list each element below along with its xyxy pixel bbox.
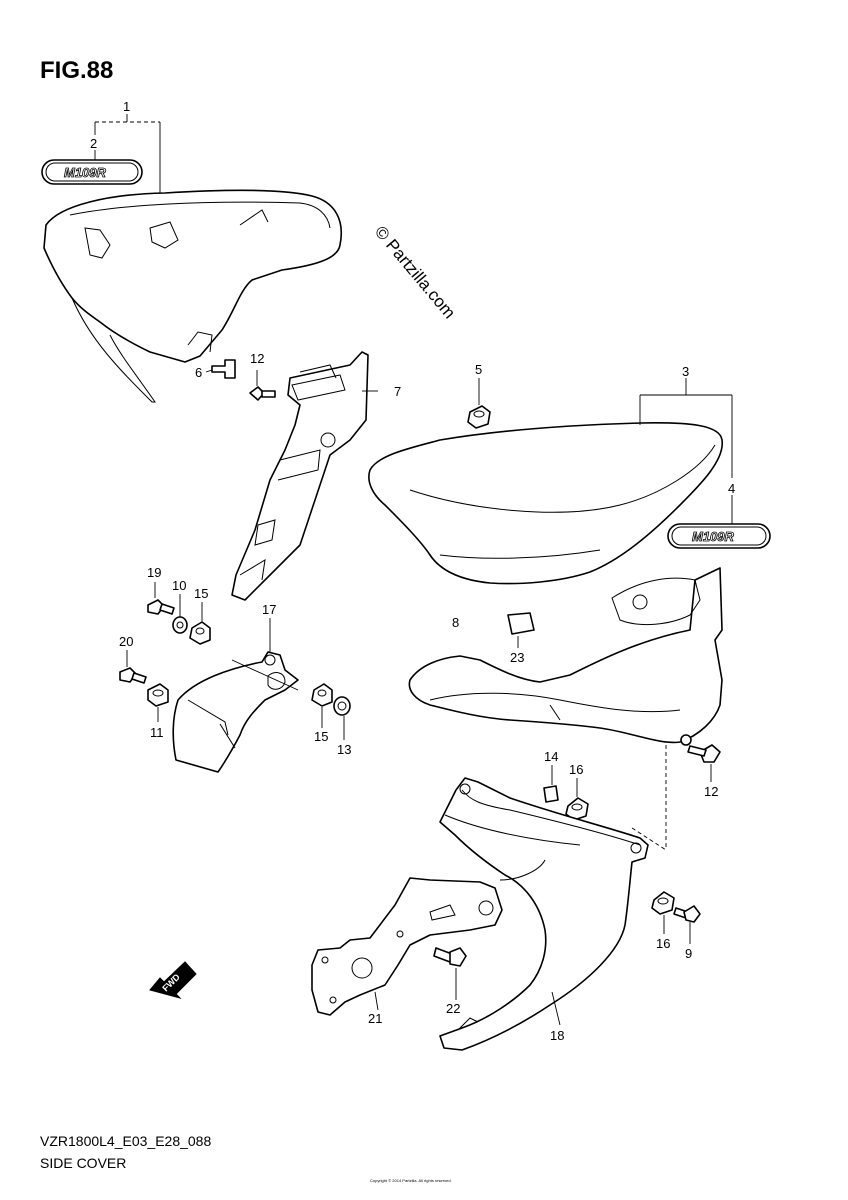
part-13-collar (333, 696, 351, 740)
part-5-grommet (467, 378, 491, 429)
callout-18: 18 (550, 1028, 564, 1043)
callout-12b: 12 (704, 784, 718, 799)
callout-14: 14 (544, 749, 558, 764)
section-title: SIDE COVER (40, 1155, 126, 1171)
callout-6: 6 (195, 365, 202, 380)
forward-arrow-icon: FWD (149, 961, 197, 999)
part-10-washer (172, 594, 188, 634)
part-2-emblem: M109R (41, 159, 143, 185)
callout-17: 17 (262, 602, 276, 617)
callout-10: 10 (172, 578, 186, 593)
callout-20: 20 (119, 634, 133, 649)
callout-5: 5 (475, 362, 482, 377)
part-7-bracket (231, 351, 369, 601)
part-6-screw (205, 359, 236, 379)
part-3-right-side-cover (368, 422, 723, 585)
callout-15a: 15 (194, 586, 208, 601)
part-12-screw-right (680, 734, 721, 782)
part-16-grommet-lower (651, 891, 675, 934)
part-23-clip (507, 612, 535, 648)
callout-3: 3 (682, 364, 689, 379)
part-12-screw-upper (249, 370, 276, 401)
callout-19: 19 (147, 565, 161, 580)
callout-11: 11 (150, 725, 164, 740)
callout-4: 4 (728, 481, 735, 496)
emblem-label-4: M109R (692, 529, 735, 544)
callout-1: 1 (123, 99, 130, 114)
callout-22: 22 (446, 1001, 460, 1016)
callout-16a: 16 (569, 762, 583, 777)
callout-12a: 12 (250, 351, 264, 366)
callout-21: 21 (368, 1011, 382, 1026)
figure-title: FIG.88 (40, 57, 113, 84)
part-19-screw (147, 582, 175, 615)
callout-9: 9 (685, 946, 692, 961)
part-20-screw (119, 650, 147, 684)
part-14-collar (543, 765, 559, 803)
callout-16b: 16 (656, 936, 670, 951)
callout-23: 23 (510, 650, 524, 665)
callout-7: 7 (394, 384, 401, 399)
callout-13: 13 (337, 742, 351, 757)
part-9-screw (673, 905, 701, 944)
part-18-lower-cover (439, 777, 649, 1051)
part-15-grommet-left (189, 602, 211, 645)
part-16-grommet-upper (565, 778, 589, 821)
callout-15b: 15 (314, 729, 328, 744)
part-15-grommet-right (311, 683, 333, 728)
model-code: VZR1800L4_E03_E28_088 (40, 1133, 211, 1149)
emblem-label-2: M109R (64, 165, 107, 180)
callout-2: 2 (90, 136, 97, 151)
watermark: © Partzilla.com (371, 222, 459, 322)
part-17-small-cover (172, 618, 299, 773)
part-8-bracket-panel (408, 567, 723, 744)
part-1-left-side-cover (43, 189, 342, 403)
part-4-emblem: M109R (667, 523, 771, 549)
part-11-grommet (147, 683, 169, 722)
part-21-lower-bracket (311, 877, 503, 1016)
callout-8: 8 (452, 615, 459, 630)
part-22-bolt (433, 947, 467, 1000)
copyright-line: Copyright © 2014 Partzilla. All rights r… (370, 1178, 452, 1183)
